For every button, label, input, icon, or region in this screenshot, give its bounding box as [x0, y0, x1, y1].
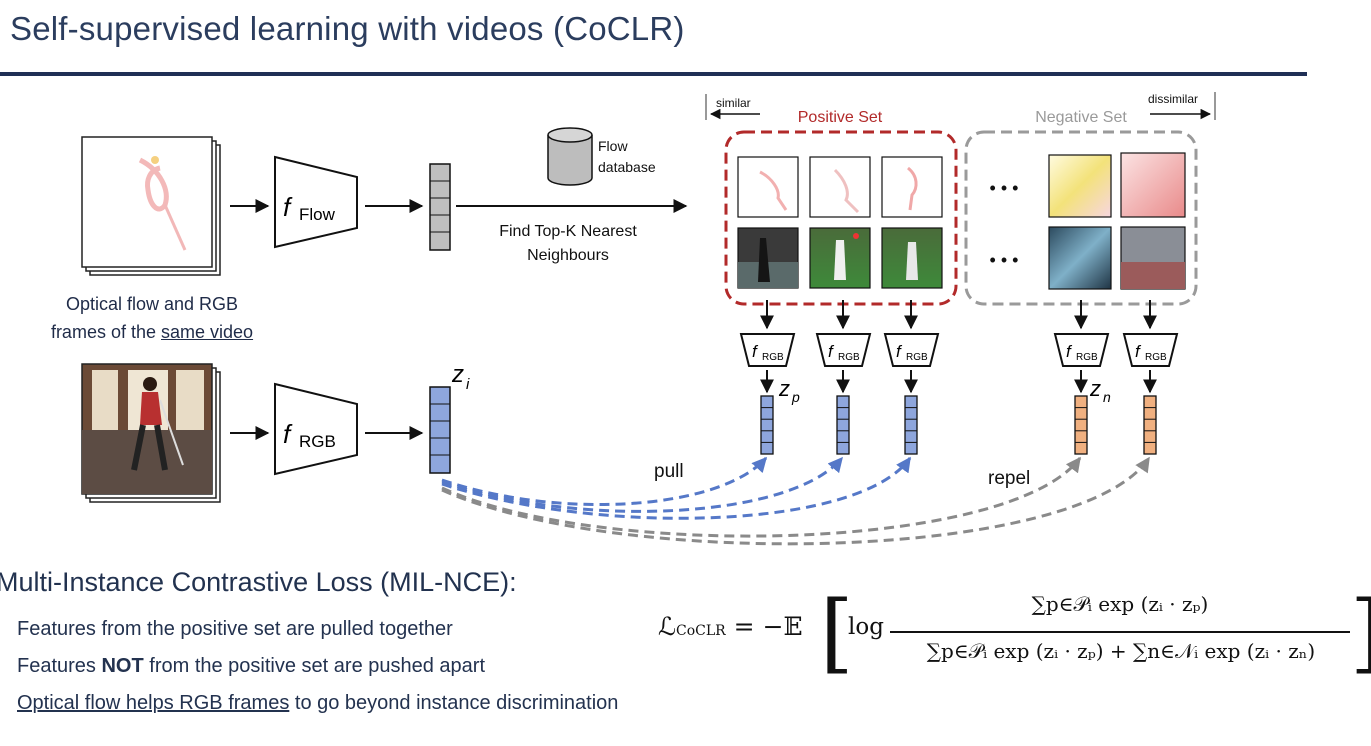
pull-label: pull — [654, 461, 684, 482]
loss-bullet-2-prefix: Features — [17, 655, 102, 677]
similar-label: similar — [716, 96, 751, 110]
coclr-loss-formula: ℒCoCLR = −𝔼 [ log ∑p∈𝒫ᵢ exp (zᵢ · zₚ) ∑p… — [658, 583, 1371, 688]
rgb-encoder-symbol: f — [283, 419, 293, 449]
flow-encoder-subscript: Flow — [299, 205, 336, 224]
rgb-feature-vector-zi: z i — [429, 361, 470, 474]
loss-bullet-1: Features from the positive set are pulle… — [17, 618, 453, 640]
frames-caption-line2: frames of the same video — [22, 318, 282, 346]
negative-feature-vectors — [1074, 395, 1157, 455]
set-to-encoder-arrows — [760, 300, 1157, 330]
negative-set-label: Negative Set — [1035, 109, 1127, 126]
small-encoder-4-subscript: RGB — [1076, 352, 1098, 363]
frames-caption-underlined: same video — [161, 322, 254, 342]
flow-encoder-symbol: f — [283, 192, 293, 222]
frames-caption: Optical flow and RGB frames of the same … — [22, 290, 282, 346]
loss-bullet-3-suffix: to go beyond instance discrimination — [289, 692, 619, 714]
positive-flow-thumbnails — [737, 156, 943, 218]
database-label-line1: Flow — [598, 138, 628, 154]
formula-denominator: ∑p∈𝒫ᵢ exp (zᵢ · zₚ) + ∑n∈𝒩ᵢ exp (zᵢ · zₙ… — [926, 639, 1316, 663]
flow-database-icon — [547, 127, 593, 186]
rgb-encoder-subscript: RGB — [299, 432, 336, 451]
formula-left-bracket: [ — [820, 583, 854, 683]
frames-caption-line2-prefix: frames of the — [50, 322, 161, 342]
zp-subscript: p — [791, 389, 800, 405]
loss-bullet-2: Features NOT from the positive set are p… — [17, 655, 485, 678]
database-label-line2: database — [598, 159, 656, 175]
zp-symbol: z — [778, 376, 790, 401]
zi-symbol: z — [451, 361, 464, 388]
small-encoder-3-subscript: RGB — [906, 352, 928, 363]
optical-flow-frames — [81, 136, 221, 276]
formula-fraction-bar — [890, 631, 1350, 633]
repel-arrows — [441, 456, 1151, 546]
slide-title: Self-supervised learning with videos (Co… — [10, 10, 685, 47]
knn-label-line2: Neighbours — [527, 247, 609, 264]
positive-feature-vectors — [760, 395, 918, 455]
negative-thumbnails — [1048, 152, 1186, 290]
small-encoder-2-subscript: RGB — [838, 352, 860, 363]
ellipsis-bottom: • • • — [990, 250, 1019, 270]
dissimilar-label: dissimilar — [1148, 92, 1198, 106]
loss-bullet-3-underlined: Optical flow helps RGB frames — [17, 692, 290, 714]
formula-right-bracket: ] — [1350, 590, 1371, 676]
repel-label: repel — [988, 468, 1030, 489]
loss-bullet-2-suffix: from the positive set are pushed apart — [143, 655, 486, 677]
ellipsis-top: • • • — [990, 178, 1019, 198]
small-encoder-1-symbol: f — [752, 342, 759, 361]
loss-bullet-2-bold: NOT — [101, 655, 144, 677]
flow-encoder: f Flow — [274, 155, 358, 249]
zi-subscript: i — [466, 376, 470, 393]
formula-log: log — [848, 614, 884, 640]
knn-label-line1: Find Top-K Nearest — [499, 223, 637, 240]
positive-set-label: Positive Set — [798, 109, 883, 126]
small-encoder-1-subscript: RGB — [762, 352, 784, 363]
small-encoder-5-symbol: f — [1135, 342, 1142, 361]
formula-equals: = −𝔼 — [733, 612, 803, 641]
positive-set-box — [724, 130, 958, 306]
title-divider — [0, 72, 1307, 76]
flow-feature-vector — [429, 163, 451, 251]
small-encoder-2-symbol: f — [828, 342, 835, 361]
small-encoder-5-subscript: RGB — [1145, 352, 1167, 363]
zn-subscript: n — [1103, 389, 1111, 405]
rgb-encoder: f RGB — [274, 382, 358, 476]
small-rgb-encoders: f RGB f RGB f RGB f RGB f RGB — [739, 333, 1179, 367]
small-encoder-3-symbol: f — [896, 342, 903, 361]
coclr-diagram: f Flow f RGB z i Flow database Find Top-… — [81, 92, 1216, 546]
formula-numerator: ∑p∈𝒫ᵢ exp (zᵢ · zₚ) — [1031, 592, 1209, 616]
positive-rgb-thumbnails — [737, 227, 943, 289]
pull-arrows — [441, 456, 912, 520]
small-encoder-4-symbol: f — [1066, 342, 1073, 361]
formula-lhs-symbol: ℒ — [658, 612, 677, 641]
zn-symbol: z — [1089, 376, 1101, 401]
rgb-frames — [81, 363, 221, 503]
loss-heading: Multi-Instance Contrastive Loss (MIL-NCE… — [0, 567, 517, 597]
loss-bullet-3: Optical flow helps RGB frames to go beyo… — [17, 692, 618, 715]
formula-lhs-subscript: CoCLR — [676, 623, 726, 639]
frames-caption-line1: Optical flow and RGB — [65, 294, 239, 314]
